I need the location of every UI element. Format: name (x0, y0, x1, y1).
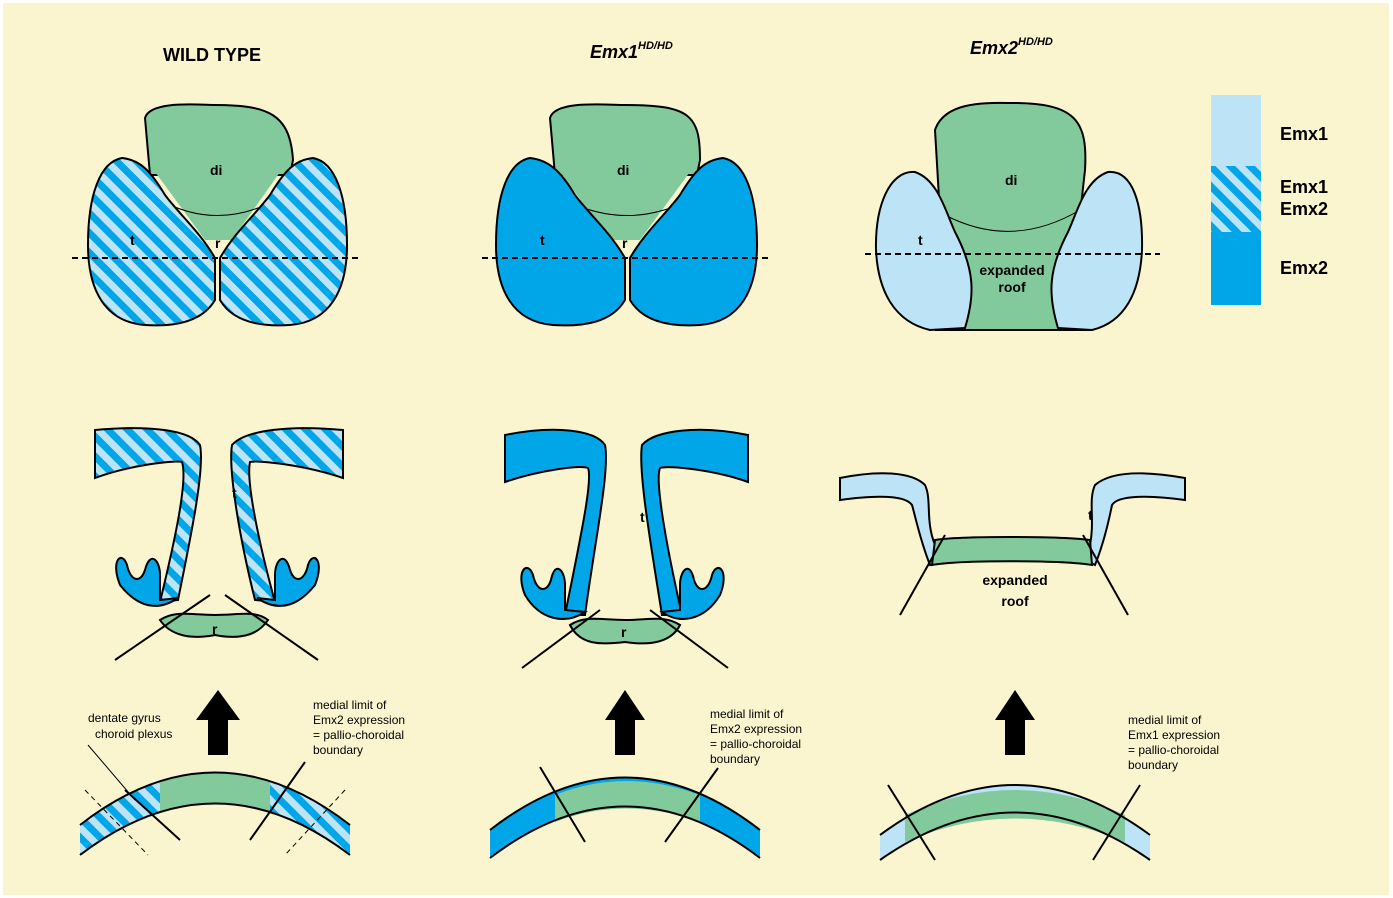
label-di: di (617, 162, 629, 178)
label-emx2-limit-line2: Emx2 expression (313, 713, 405, 727)
label-choroid-plexus: choroid plexus (95, 727, 172, 741)
emx2-mutant-section: t expanded roof (840, 473, 1185, 615)
label-t: t (232, 485, 237, 501)
label-expanded-roof-line1: expanded (979, 262, 1044, 278)
label-expanded-roof-line2: roof (1001, 593, 1029, 609)
wild-type-arc: dentate gyrus choroid plexus medial limi… (80, 698, 405, 860)
label-t: t (130, 232, 135, 248)
label-emx2-limit-line1: medial limit of (313, 698, 387, 712)
label-r: r (621, 624, 627, 640)
label-t: t (918, 232, 923, 248)
label-expanded-roof-line1: expanded (982, 572, 1047, 588)
label-r: r (212, 621, 218, 637)
label-emx2-limit-line4: boundary (710, 752, 760, 766)
label-r: r (215, 235, 221, 251)
emx1-mutant-section: t r (505, 430, 748, 668)
legend-label-both-1: Emx1 (1280, 177, 1328, 197)
emx1-mutant-brain: di t r (482, 104, 770, 325)
label-emx1-limit-line1: medial limit of (1128, 713, 1202, 727)
wild-type-brain: di t r (72, 104, 360, 325)
wild-type-section: t r (95, 428, 343, 660)
emx1-mutant-arc: medial limit of Emx2 expression = pallio… (490, 707, 802, 858)
emx2-mutant-arc: medial limit of Emx1 expression = pallio… (880, 713, 1220, 860)
label-di: di (1005, 172, 1017, 188)
label-emx2-limit-line3: = pallio-choroidal (313, 728, 404, 742)
label-emx1-limit-line2: Emx1 expression (1128, 728, 1220, 742)
label-emx1-limit-line3: = pallio-choroidal (1128, 743, 1219, 757)
label-di: di (210, 162, 222, 178)
label-dentate-gyrus: dentate gyrus (88, 711, 161, 725)
legend: Emx1 Emx1 Emx2 Emx2 (1211, 95, 1328, 305)
legend-swatch-emx1 (1211, 95, 1261, 167)
label-emx2-limit-line2: Emx2 expression (710, 722, 802, 736)
label-emx2-limit-line1: medial limit of (710, 707, 784, 721)
legend-label-emx1: Emx1 (1280, 124, 1328, 144)
label-emx2-limit-line4: boundary (313, 743, 363, 757)
label-t: t (1088, 507, 1093, 523)
label-emx1-limit-line4: boundary (1128, 758, 1178, 772)
legend-swatch-emx2 (1211, 232, 1261, 305)
emx2-mutant-brain: di t expanded roof (865, 103, 1160, 330)
label-r: r (622, 235, 628, 251)
legend-label-both-2: Emx2 (1280, 199, 1328, 219)
legend-swatch-both (1211, 166, 1261, 233)
label-emx2-limit-line3: = pallio-choroidal (710, 737, 801, 751)
label-t: t (640, 509, 645, 525)
legend-label-emx2: Emx2 (1280, 258, 1328, 278)
label-t: t (540, 232, 545, 248)
label-expanded-roof-line2: roof (998, 279, 1026, 295)
